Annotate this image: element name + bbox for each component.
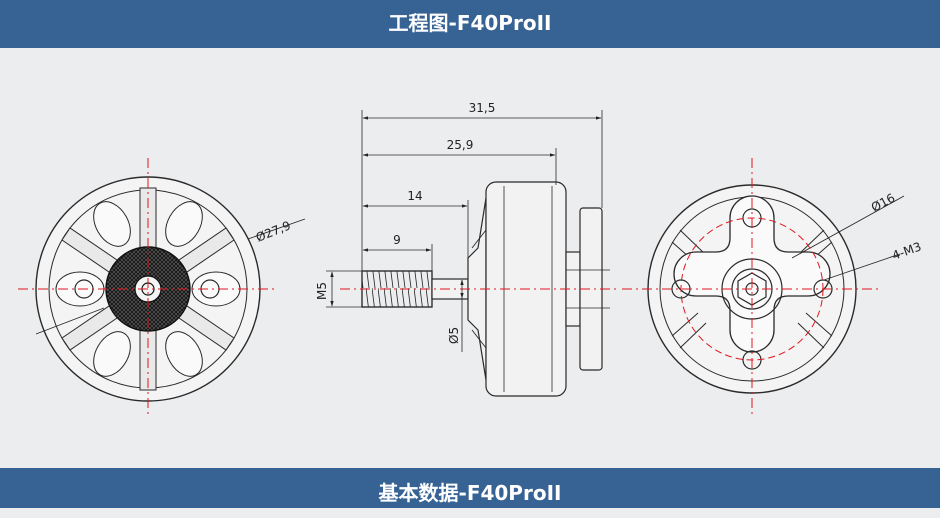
total-length-label: 31,5 <box>469 101 496 115</box>
footer-title: 基本数据-F40ProII <box>378 481 562 505</box>
header-title: 工程图-F40ProII <box>388 11 552 35</box>
footer-banner: 基本数据-F40ProII <box>0 468 940 508</box>
shaft-length-label: 14 <box>407 189 422 203</box>
header-banner: 工程图-F40ProII <box>0 0 940 48</box>
body-length-label: 25,9 <box>447 138 474 152</box>
mount-holes-label: 4-M3 <box>890 239 923 262</box>
engineering-drawing: Ø27,9 31,5 25,9 14 <box>18 101 923 418</box>
side-dimension-lines <box>326 110 603 352</box>
stator-diameter-label: Ø27,9 <box>254 218 293 245</box>
rear-centerlines <box>18 158 278 418</box>
thread-size-label: M5 <box>315 282 329 300</box>
mount-centerlines <box>622 158 882 418</box>
thread-length-label: 9 <box>393 233 401 247</box>
mount-circle-label: Ø16 <box>869 191 897 215</box>
rear-view <box>35 176 306 402</box>
shaft-diameter-label: Ø5 <box>447 327 461 344</box>
